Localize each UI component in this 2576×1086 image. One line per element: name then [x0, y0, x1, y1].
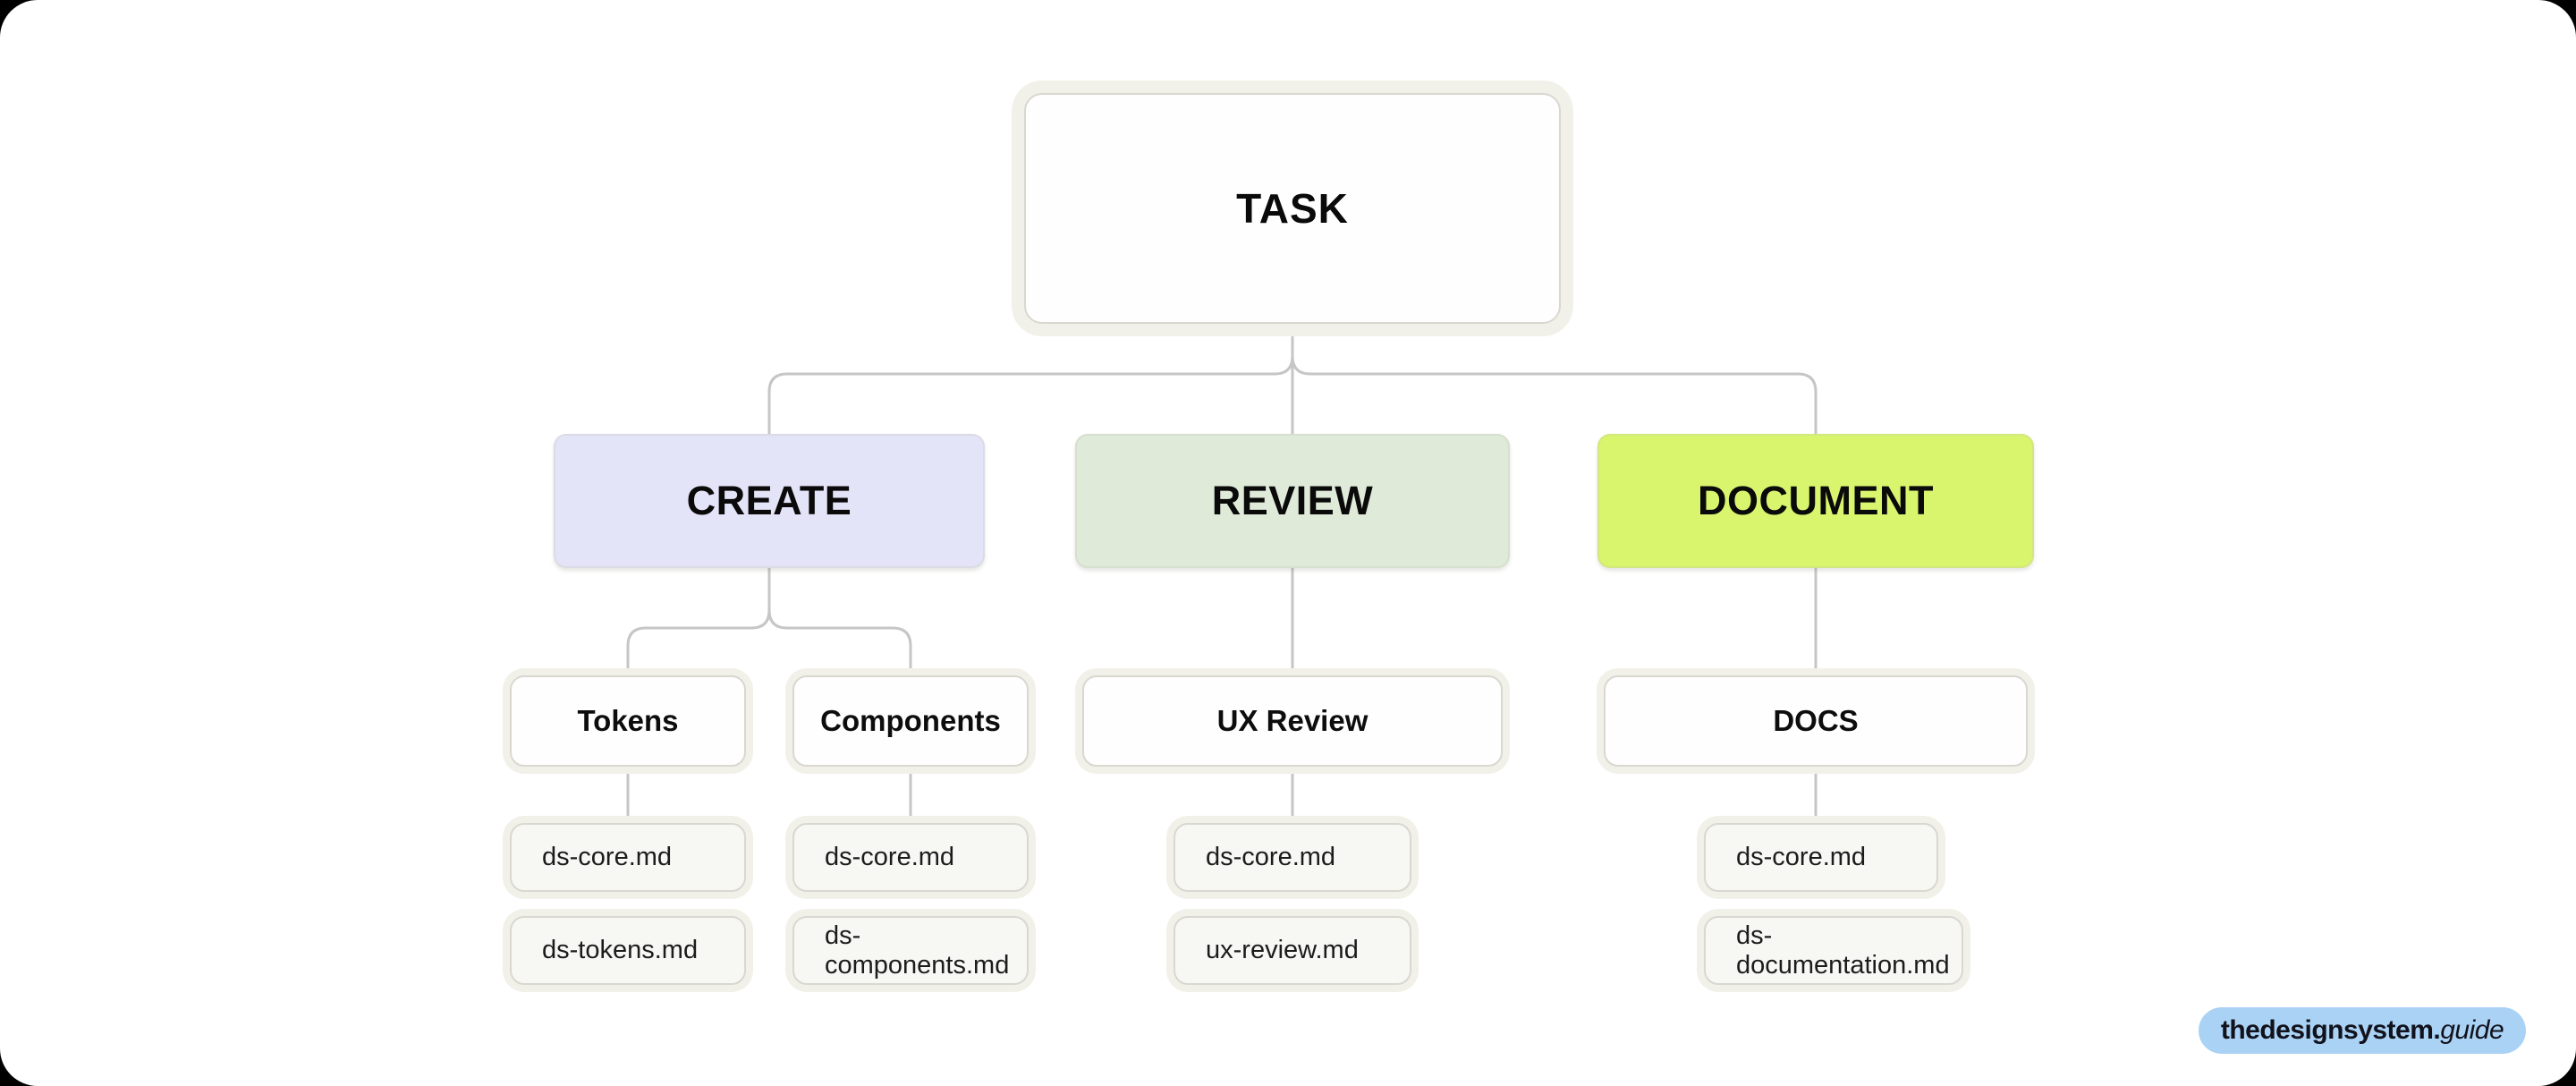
brand-badge-italic-text: guide	[2440, 1015, 2504, 1045]
node-docs-label: DOCS	[1773, 704, 1859, 737]
edge-task-document	[1291, 355, 1818, 434]
file-tokens-ds-core: ds-core.md	[510, 823, 746, 892]
file-label: ux-review.md	[1206, 936, 1359, 964]
node-tokens: Tokens	[510, 675, 746, 767]
edge-create-components	[767, 609, 912, 668]
file-uxreview-ds-core: ds-core.md	[1174, 823, 1411, 892]
file-docs-ds-documentation: ds-documentation.md	[1704, 916, 1963, 985]
node-create-label: CREATE	[686, 478, 852, 523]
node-review: REVIEW	[1075, 434, 1510, 568]
file-label: ds-core.md	[1206, 843, 1336, 871]
node-docs: DOCS	[1604, 675, 2028, 767]
node-document-label: DOCUMENT	[1698, 478, 1934, 523]
node-ux-review: UX Review	[1082, 675, 1503, 767]
file-tokens-ds-tokens: ds-tokens.md	[510, 916, 746, 985]
node-create: CREATE	[554, 434, 985, 568]
node-tokens-label: Tokens	[577, 704, 679, 737]
file-label: ds-documentation.md	[1736, 921, 1950, 980]
brand-badge: thedesignsystem.guide	[2199, 1007, 2526, 1054]
file-components-ds-core: ds-core.md	[792, 823, 1029, 892]
node-task: TASK	[1024, 93, 1561, 324]
file-docs-ds-core: ds-core.md	[1704, 823, 1938, 892]
edge-create-tokens	[626, 568, 771, 668]
node-components-label: Components	[820, 704, 1001, 737]
file-components-ds-components: ds-components.md	[792, 916, 1029, 985]
node-task-label: TASK	[1236, 185, 1349, 232]
file-label: ds-core.md	[1736, 843, 1867, 871]
node-components: Components	[792, 675, 1029, 767]
file-label: ds-core.md	[825, 843, 955, 871]
edge-task-create	[767, 336, 1294, 434]
node-review-label: REVIEW	[1211, 478, 1374, 523]
file-label: ds-core.md	[542, 843, 673, 871]
file-uxreview-ux-review: ux-review.md	[1174, 916, 1411, 985]
file-label: ds-components.md	[825, 921, 1010, 980]
node-ux-review-label: UX Review	[1216, 704, 1368, 737]
node-document: DOCUMENT	[1597, 434, 2034, 568]
brand-badge-bold-text: thedesignsystem.	[2220, 1015, 2441, 1045]
file-label: ds-tokens.md	[542, 936, 699, 964]
